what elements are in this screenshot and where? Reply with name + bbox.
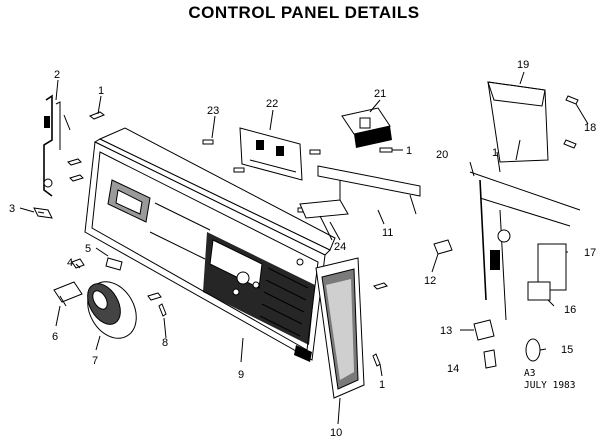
label-part-15: 15 bbox=[561, 344, 573, 356]
label-part-4: 4 bbox=[67, 257, 73, 269]
stamp-code: A3 bbox=[524, 368, 535, 379]
label-part-13: 13 bbox=[440, 325, 452, 337]
part-5-clip bbox=[105, 257, 123, 271]
left-bracket bbox=[43, 94, 71, 197]
label-part-17: 17 bbox=[584, 247, 596, 259]
label-part-7: 7 bbox=[92, 355, 98, 367]
label-part-11: 11 bbox=[382, 227, 393, 239]
part-3-clip bbox=[33, 207, 53, 219]
label-part-12: 12 bbox=[424, 275, 436, 287]
cover-plate bbox=[487, 81, 549, 163]
label-part-23: 23 bbox=[207, 105, 219, 117]
actuator bbox=[299, 199, 349, 241]
part-12-clip bbox=[433, 239, 453, 255]
label-part-21: 21 bbox=[374, 88, 386, 100]
label-part-1: 1 bbox=[492, 147, 498, 159]
label-part-16: 16 bbox=[564, 304, 576, 316]
label-part-8: 8 bbox=[162, 337, 168, 349]
part-15-cap bbox=[525, 338, 541, 362]
label-part-1: 1 bbox=[379, 379, 385, 391]
label-part-22: 22 bbox=[266, 98, 278, 110]
part-14-clip bbox=[483, 349, 497, 369]
part-labels: 1 1 1 1 2 3 4 5 6 7 8 9 10 11 12 13 14 1… bbox=[9, 59, 596, 439]
label-part-10: 10 bbox=[330, 427, 342, 439]
control-knob bbox=[87, 281, 137, 339]
label-part-1: 1 bbox=[406, 145, 412, 157]
right-frame bbox=[469, 171, 581, 321]
label-part-6: 6 bbox=[52, 331, 58, 343]
leader-lines bbox=[19, 71, 589, 425]
label-part-2: 2 bbox=[54, 69, 60, 81]
part-4-clip bbox=[71, 258, 85, 269]
switch-assembly bbox=[341, 107, 392, 148]
label-part-14: 14 bbox=[447, 363, 459, 375]
stamp-date: JULY 1983 bbox=[524, 380, 575, 391]
control-panel-body bbox=[84, 127, 336, 362]
fasteners bbox=[67, 111, 393, 367]
part-13-bracket bbox=[473, 319, 495, 341]
switch-bank bbox=[239, 127, 303, 181]
side-trim-panel bbox=[315, 257, 365, 399]
label-part-5: 5 bbox=[85, 243, 91, 255]
label-part-1: 1 bbox=[98, 85, 104, 97]
label-part-24: 24 bbox=[334, 241, 346, 253]
label-part-18: 18 bbox=[584, 122, 596, 134]
diagram-title: CONTROL PANEL DETAILS bbox=[188, 3, 420, 22]
label-part-9: 9 bbox=[238, 369, 244, 381]
part-18-screws bbox=[563, 95, 579, 149]
label-part-20: 20 bbox=[436, 149, 448, 161]
part-6-bracket bbox=[53, 281, 83, 307]
label-part-19: 19 bbox=[517, 59, 529, 71]
label-part-3: 3 bbox=[9, 203, 15, 215]
